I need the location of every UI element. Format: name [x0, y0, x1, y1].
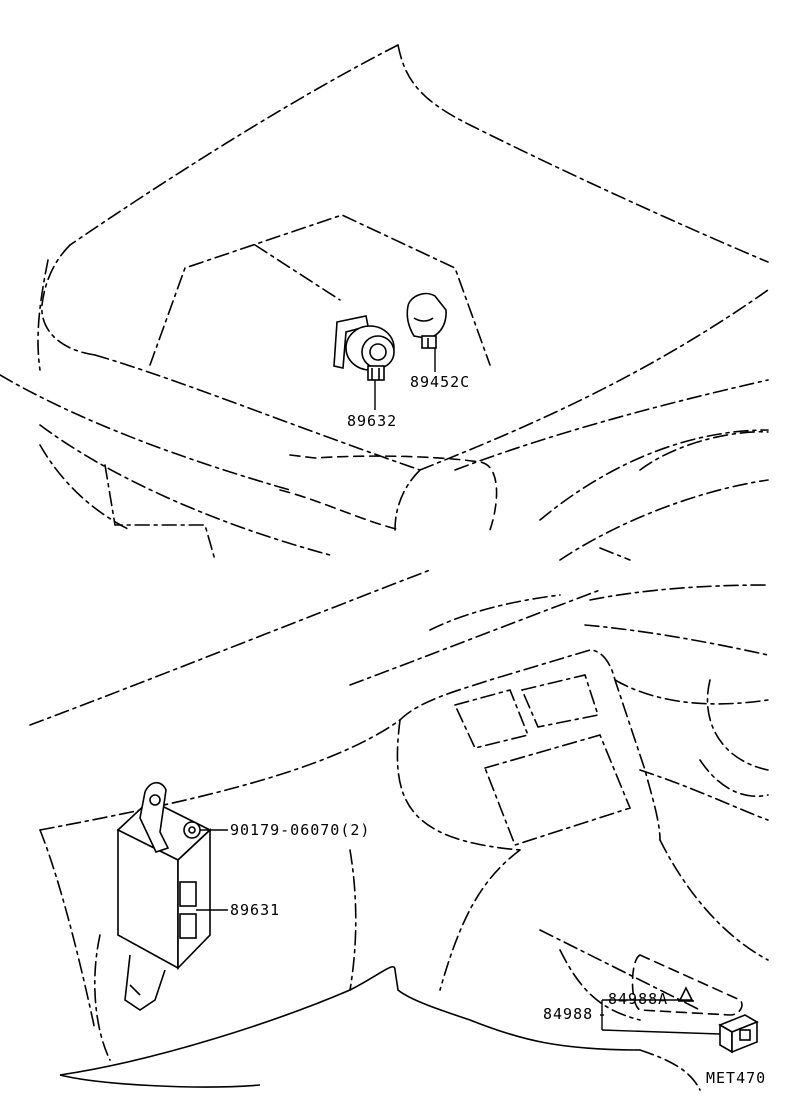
floor-outline: [59, 929, 743, 1091]
bumper-outline: [0, 374, 769, 561]
sensor-89452c-icon[interactable]: [406, 292, 447, 349]
ecu-89631-icon[interactable]: [116, 781, 212, 1011]
clip-84988a-icon[interactable]: [678, 986, 694, 1002]
label-84988: 84988: [543, 1005, 594, 1023]
sensor-89632-icon[interactable]: [333, 315, 395, 381]
label-84988a: 84988A: [608, 990, 669, 1008]
hood-outline: [37, 44, 769, 471]
dashboard-outline: [29, 569, 769, 1031]
label-89631: 89631: [230, 901, 281, 919]
label-89452c: 89452C: [410, 373, 471, 391]
switch-84988-icon[interactable]: [718, 1014, 759, 1054]
label-90179: 90179-06070(2): [230, 821, 371, 839]
figure-code: MET470: [706, 1069, 767, 1087]
label-89632: 89632: [347, 412, 398, 430]
nut-90179-icon[interactable]: [183, 821, 201, 839]
leader-84988: [600, 999, 721, 1035]
